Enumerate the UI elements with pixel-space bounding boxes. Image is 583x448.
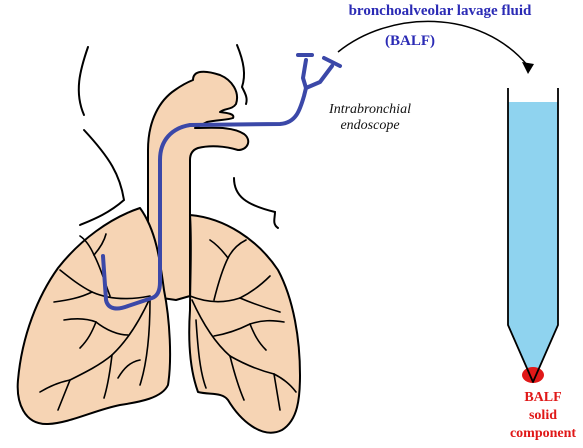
endoscope-label-line1: Intrabronchial (300, 102, 440, 118)
solid-label-line3: component (503, 425, 583, 443)
endoscope-label-line2: endoscope (300, 118, 440, 134)
solid-component-label: BALF solid component (503, 389, 583, 443)
left-lung (189, 215, 300, 433)
right-lung (18, 208, 170, 424)
collection-tube (508, 88, 558, 383)
endoscope-label: Intrabronchial endoscope (300, 102, 440, 134)
solid-label-line1: BALF (503, 389, 583, 407)
balf-abbreviation: (BALF) (300, 32, 520, 50)
solid-label-line2: solid (503, 407, 583, 425)
balf-title: bronchoalveolar lavage fluid (300, 2, 580, 20)
tube-fluid (508, 102, 558, 380)
